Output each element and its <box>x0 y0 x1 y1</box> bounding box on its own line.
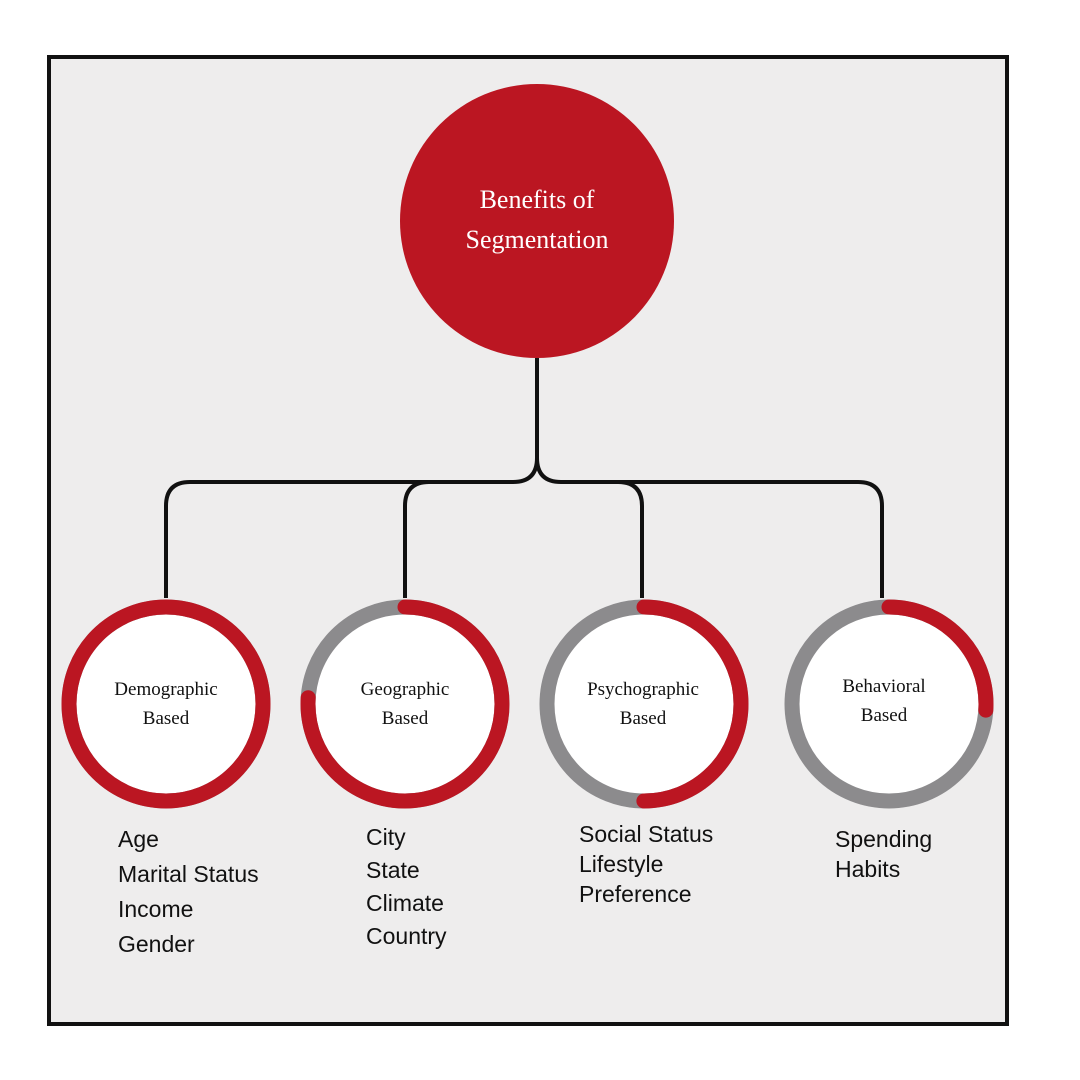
ring-progress-arc <box>61 599 271 809</box>
ring-progress-arc <box>539 599 749 809</box>
list-item: Country <box>366 923 447 949</box>
ring-background <box>300 599 510 809</box>
node-demographic-label: Demographic Based <box>86 675 246 733</box>
node-psychographic-line1: Psychographic <box>587 679 699 700</box>
node-behavioral-line2: Based <box>860 705 908 726</box>
list-item: Lifestyle <box>579 851 664 877</box>
demographic-items: Age Marital Status Income Gender <box>118 822 259 962</box>
root-label-line1: Benefits of <box>479 185 595 214</box>
node-psychographic-label: Psychographic Based <box>563 675 723 733</box>
list-item: Social Status <box>579 821 714 847</box>
ring-geographic <box>300 599 510 809</box>
list-item: Age <box>118 826 159 852</box>
node-geographic-line1: Geographic <box>360 679 450 700</box>
ring-behavioral <box>784 599 994 809</box>
root-label-line2: Segmentation <box>465 225 609 254</box>
node-behavioral-line1: Behavioral <box>842 676 926 697</box>
connector-geographic <box>403 480 513 598</box>
node-behavioral-label: Behavioral Based <box>804 672 964 730</box>
list-item: Habits <box>835 856 901 882</box>
list-item: Marital Status <box>118 861 259 887</box>
ring-background <box>61 599 271 809</box>
ring-demographic <box>61 599 271 809</box>
geographic-items: City State Climate Country <box>366 821 447 953</box>
connector-psychographic <box>535 457 644 598</box>
behavioral-items: Spending Habits <box>835 824 932 884</box>
connector-lines <box>164 358 884 598</box>
ring-background <box>784 599 994 809</box>
node-demographic-line1: Demographic <box>114 679 218 700</box>
node-psychographic-line2: Based <box>619 708 667 729</box>
list-item: Gender <box>118 931 195 957</box>
trunk-connector <box>164 358 539 598</box>
ring-psychographic <box>539 599 749 809</box>
list-item: Spending <box>835 826 933 852</box>
ring-progress-arc <box>300 599 510 809</box>
list-item: State <box>366 857 420 883</box>
root-label: Benefits of Segmentation <box>400 180 674 260</box>
ring-progress-arc <box>784 599 994 809</box>
list-item: Climate <box>366 890 444 916</box>
branch-rings <box>61 599 994 809</box>
node-geographic-label: Geographic Based <box>325 675 485 733</box>
ring-background <box>539 599 749 809</box>
node-demographic-line2: Based <box>142 708 190 729</box>
list-item: Income <box>118 896 194 922</box>
list-item: Preference <box>579 881 692 907</box>
root-circle <box>400 84 674 358</box>
psychographic-items: Social Status Lifestyle Preference <box>579 819 713 909</box>
node-geographic-line2: Based <box>381 708 429 729</box>
connector-behavioral <box>618 480 884 598</box>
list-item: City <box>366 824 406 850</box>
